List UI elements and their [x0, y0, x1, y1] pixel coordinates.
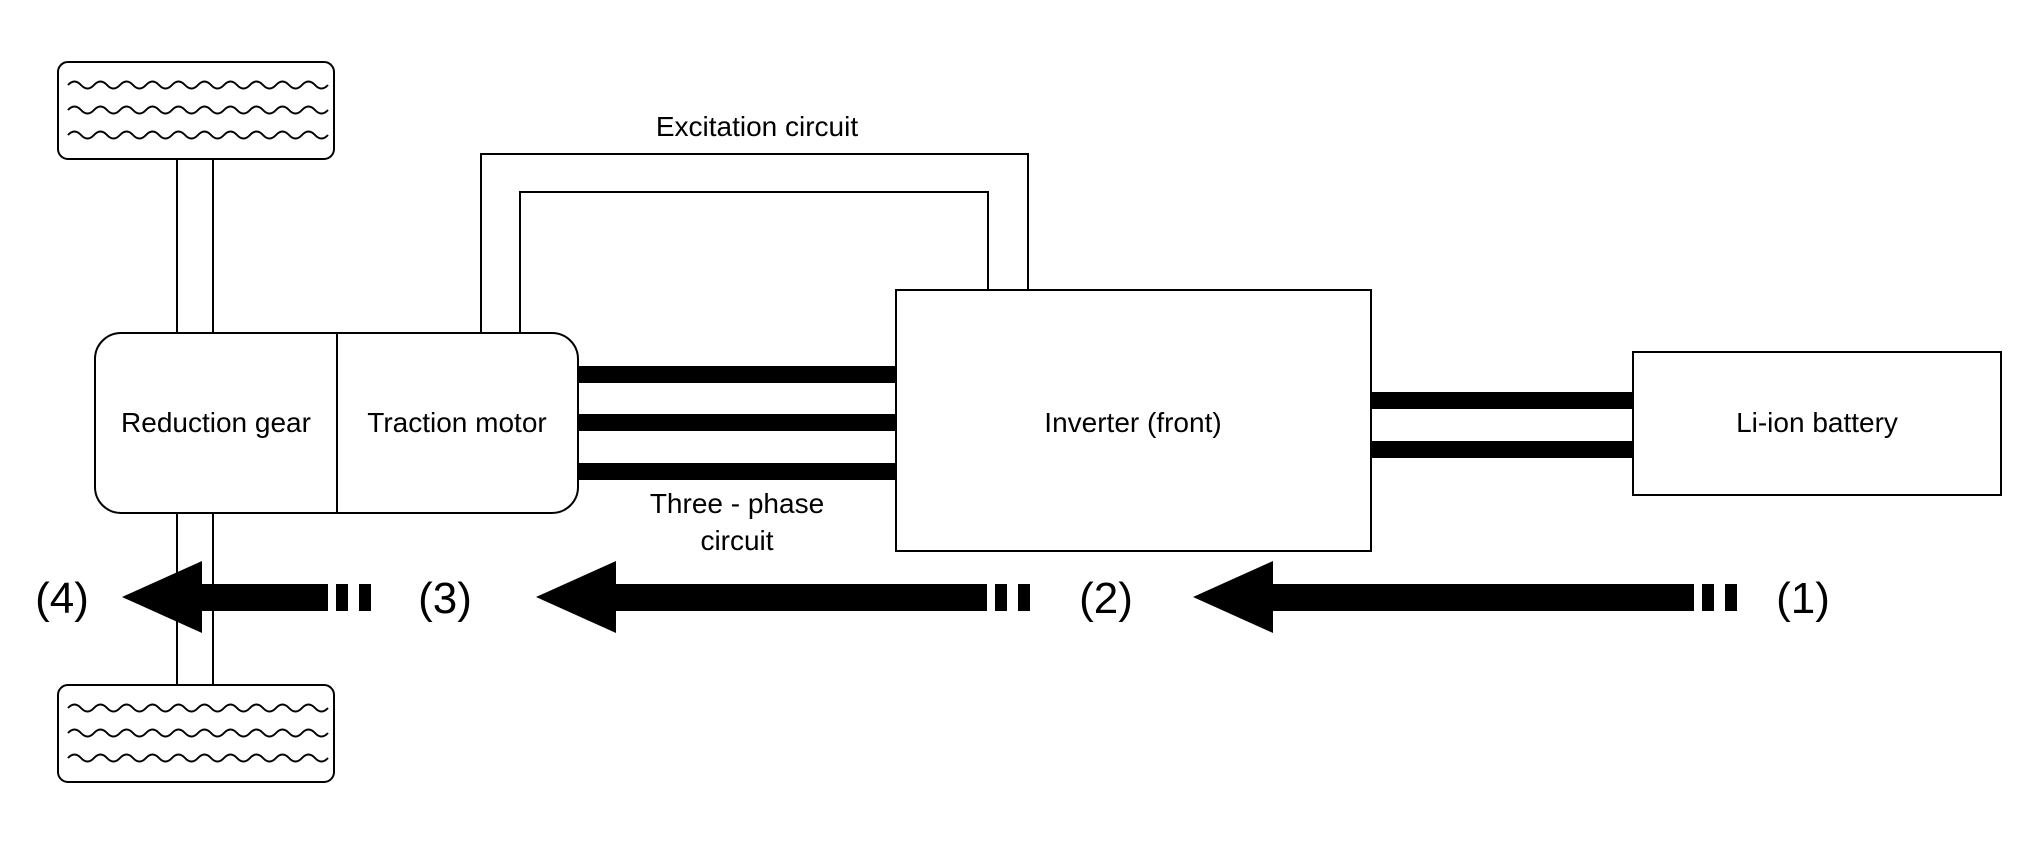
battery-box	[1632, 351, 2002, 496]
upper-wheel-tread	[67, 80, 329, 140]
dc-bus-bars	[1371, 392, 1633, 458]
flow-step-4: (4)	[35, 574, 89, 623]
reduction-gear-label: Reduction gear	[121, 407, 311, 438]
upper-wheel	[57, 61, 335, 160]
three-phase-circuit-bars	[578, 366, 896, 480]
lower-wheel	[57, 684, 335, 783]
flow-arrow-2-to-3	[536, 561, 1030, 633]
inverter-label: Inverter (front)	[1044, 407, 1221, 438]
inverter-box	[895, 289, 1372, 552]
flow-arrow-3-to-4	[122, 561, 371, 633]
excitation-circuit-label: Excitation circuit	[656, 111, 859, 142]
three-phase-label-line2: circuit	[700, 525, 773, 556]
lower-wheel-tread	[67, 703, 329, 763]
three-phase-label-line1: Three - phase	[650, 488, 824, 519]
flow-step-1: (1)	[1776, 574, 1830, 623]
flow-step-2: (2)	[1079, 574, 1133, 623]
excitation-circuit-wires	[480, 153, 1029, 333]
flow-arrow-1-to-2	[1193, 561, 1737, 633]
upper-axle	[176, 159, 214, 333]
battery-label: Li-ion battery	[1736, 407, 1898, 438]
traction-motor-label: Traction motor	[367, 407, 546, 438]
flow-step-3: (3)	[418, 574, 472, 623]
